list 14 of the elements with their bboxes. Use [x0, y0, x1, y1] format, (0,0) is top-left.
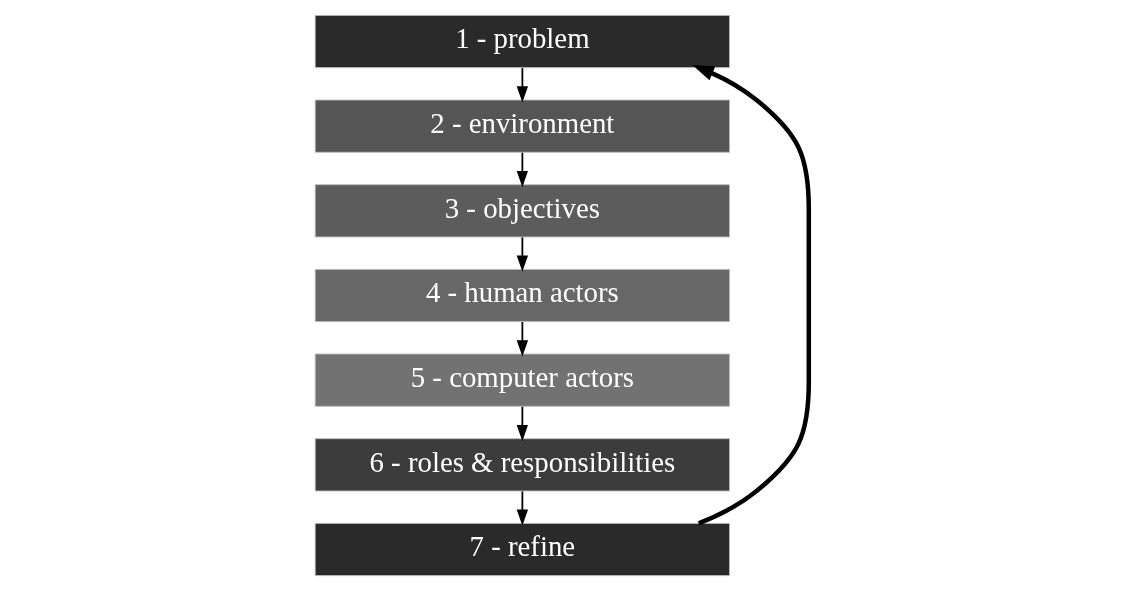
arrow — [516, 490, 528, 526]
arrow — [691, 65, 811, 526]
node-box: 7 - refine — [314, 522, 730, 577]
arrow — [516, 151, 528, 188]
node-box: 1 - problem — [314, 14, 730, 69]
node-box: 6 - roles & responsibilities — [314, 438, 730, 492]
arrow — [516, 236, 528, 272]
node-box: 4 - human actors — [314, 268, 730, 323]
node-box: 5 - computer actors — [314, 353, 730, 407]
node-box: 2 - environment — [314, 99, 730, 153]
arrow — [516, 321, 528, 357]
node-box: 3 - objectives — [314, 184, 730, 238]
arrow — [516, 405, 528, 442]
arrow — [516, 67, 528, 103]
